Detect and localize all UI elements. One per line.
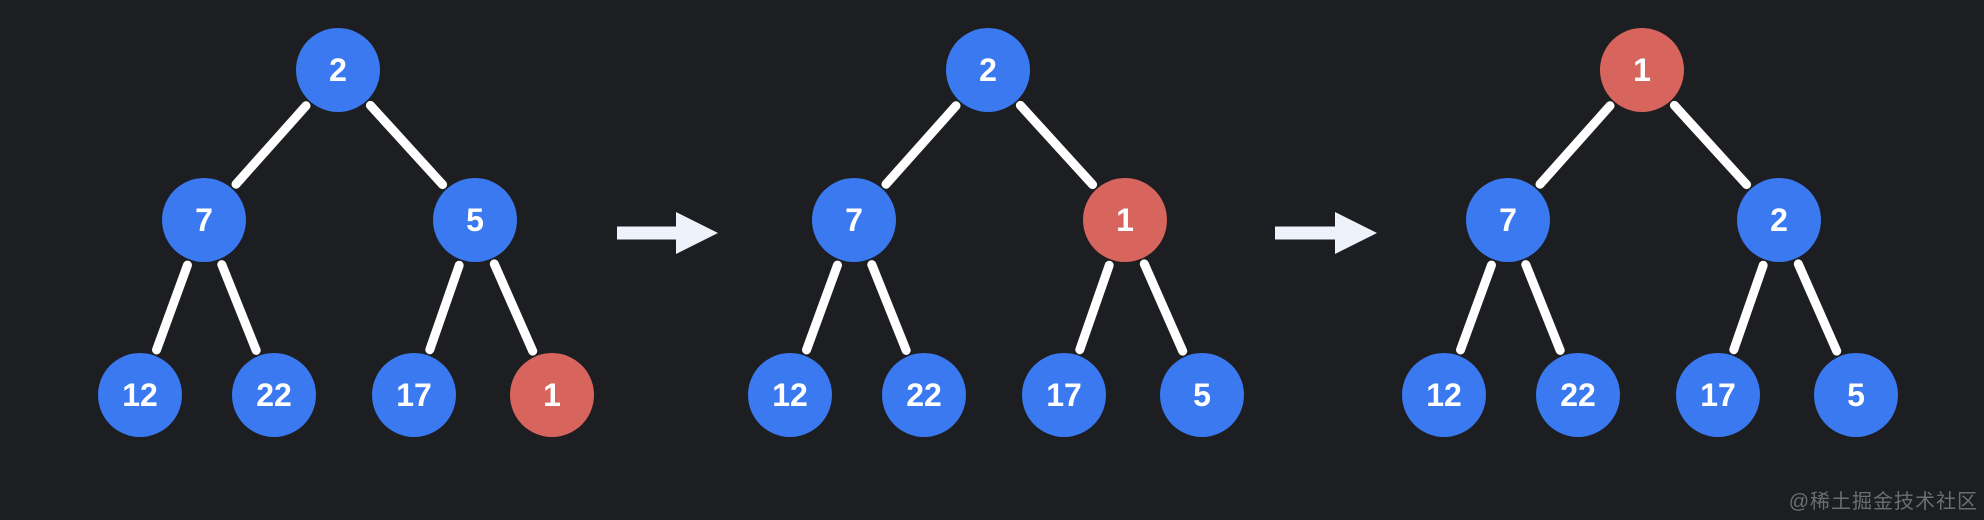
tree-edge: [881, 101, 961, 189]
watermark: @稀土掘金技术社区: [1788, 491, 1978, 513]
tree-edge: [231, 101, 311, 189]
node-label: 17: [1046, 377, 1082, 413]
heap-step-1-node-7: [162, 178, 246, 262]
heap-step-2: 2 7 1 12 22 17 5: [748, 28, 1244, 437]
heap-step-1: 2 7 5 12 22 17 1: [98, 28, 594, 437]
heap-step-3-node-1: [1600, 28, 1684, 112]
tree-edge: [1456, 260, 1496, 355]
tree-edge: [425, 260, 464, 355]
node-label: 2: [979, 52, 997, 88]
heap-step-2-node-7: [812, 178, 896, 262]
heap-step-3-node-17: [1676, 353, 1760, 437]
heap-step-3-node-12: [1402, 353, 1486, 437]
node-label: 12: [772, 377, 808, 413]
tree-edge: [365, 100, 448, 190]
heap-step-1-node-1: [510, 353, 594, 437]
tree-edge: [152, 260, 192, 355]
step-arrow-2-icon: [1275, 212, 1377, 254]
tree-edge: [1139, 259, 1188, 356]
node-label: 5: [1193, 377, 1211, 413]
tree-edge: [1521, 260, 1565, 355]
tree-edge: [1669, 100, 1752, 190]
heap-step-3-node-5: [1814, 353, 1898, 437]
node-label: 17: [1700, 377, 1736, 413]
tree-edge: [867, 260, 911, 355]
node-label: 7: [1499, 202, 1517, 238]
heap-step-1-node-22: [232, 353, 316, 437]
node-label: 22: [256, 377, 292, 413]
heap-step-2-node-22: [882, 353, 966, 437]
tree-edge: [1015, 100, 1098, 190]
heap-step-2-node-17: [1022, 353, 1106, 437]
node-label: 12: [122, 377, 158, 413]
heap-step-3-node-22: [1536, 353, 1620, 437]
node-label: 5: [1847, 377, 1865, 413]
tree-edge: [1729, 260, 1768, 355]
node-label: 22: [1560, 377, 1596, 413]
node-label: 1: [1116, 202, 1134, 238]
node-label: 1: [1633, 52, 1651, 88]
node-label: 22: [906, 377, 942, 413]
node-label: 1: [543, 377, 561, 413]
node-label: 7: [845, 202, 863, 238]
node-label: 17: [396, 377, 432, 413]
heap-step-1-node-12: [98, 353, 182, 437]
tree-edge: [217, 260, 261, 355]
tree-edge: [1075, 260, 1114, 355]
heap-step-2-node-5: [1160, 353, 1244, 437]
node-label: 5: [466, 202, 484, 238]
heap-step-2-node-1: [1083, 178, 1167, 262]
tree-edge: [1535, 101, 1615, 189]
heap-step-3-node-7: [1466, 178, 1550, 262]
heap-step-2-node-12: [748, 353, 832, 437]
node-label: 2: [1770, 202, 1788, 238]
heap-step-3-node-2: [1737, 178, 1821, 262]
heap-step-1-node-17: [372, 353, 456, 437]
heap-step-1-node-2: [296, 28, 380, 112]
heap-step-1-node-5: [433, 178, 517, 262]
tree-edge: [802, 260, 842, 355]
step-arrow-1-icon: [617, 212, 718, 254]
node-label: 2: [329, 52, 347, 88]
node-label: 7: [195, 202, 213, 238]
tree-edge: [1793, 259, 1842, 356]
heap-step-2-node-2: [946, 28, 1030, 112]
node-label: 12: [1426, 377, 1462, 413]
tree-edge: [489, 259, 538, 356]
